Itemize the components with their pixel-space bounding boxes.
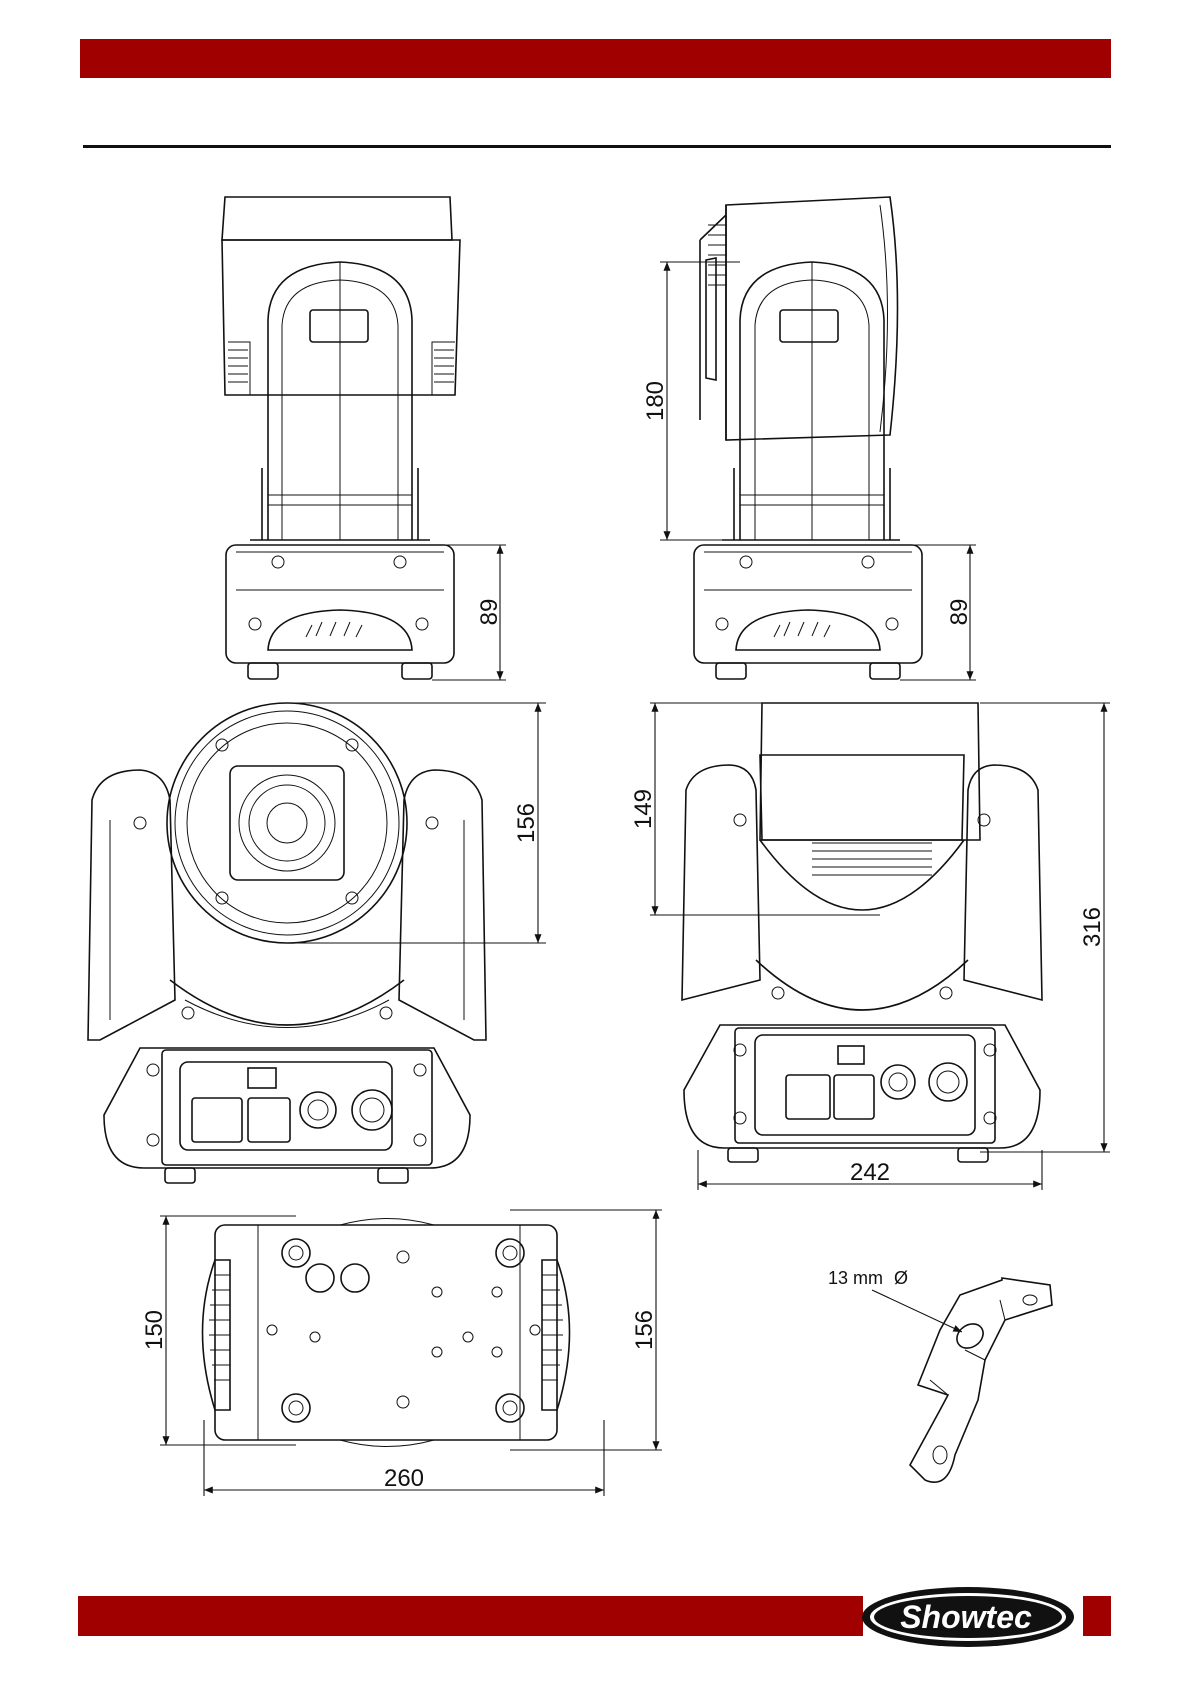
diameter-symbol: Ø — [894, 1268, 908, 1288]
logo-text: Showtec — [900, 1599, 1032, 1635]
dim-bottom-width: 260 — [204, 1420, 604, 1496]
dim-front-head: 149 — [630, 703, 880, 915]
dim-label-side-base: 89 — [946, 599, 973, 626]
dim-label-bottom-width: 260 — [384, 1465, 424, 1492]
dim-front-base: 89 — [432, 545, 506, 680]
bracket-hole-label: 13 mm — [828, 1268, 883, 1288]
bottom-view — [203, 1219, 570, 1447]
dim-label-bottom-depth-right: 156 — [631, 1310, 658, 1350]
dim-bottom-depth-right: 156 — [510, 1210, 662, 1450]
dim-label-rear-head: 156 — [513, 803, 540, 843]
footer-band — [78, 1596, 863, 1636]
showtec-logo-icon: Showtec — [858, 1584, 1078, 1650]
bracket-hole-callout: 13 mm Ø — [828, 1268, 962, 1332]
dim-label-total-height: 316 — [1079, 907, 1106, 947]
side-view — [694, 197, 922, 679]
front-view-full — [682, 703, 1042, 1162]
dim-label-bottom-depth: 150 — [141, 1310, 168, 1350]
dim-label-side-head: 180 — [642, 381, 669, 421]
dim-total-height: 316 — [980, 703, 1110, 1152]
dim-side-base: 89 — [900, 545, 976, 680]
dim-rear-head: 156 — [287, 703, 546, 943]
footer-band-end — [1083, 1596, 1111, 1636]
front-view — [222, 197, 460, 679]
dim-label-front-head: 149 — [630, 789, 657, 829]
dim-base-width: 242 — [698, 1150, 1042, 1190]
dim-label-front-base: 89 — [476, 599, 503, 626]
dim-label-base-width: 242 — [850, 1159, 890, 1186]
mounting-bracket — [910, 1278, 1052, 1482]
